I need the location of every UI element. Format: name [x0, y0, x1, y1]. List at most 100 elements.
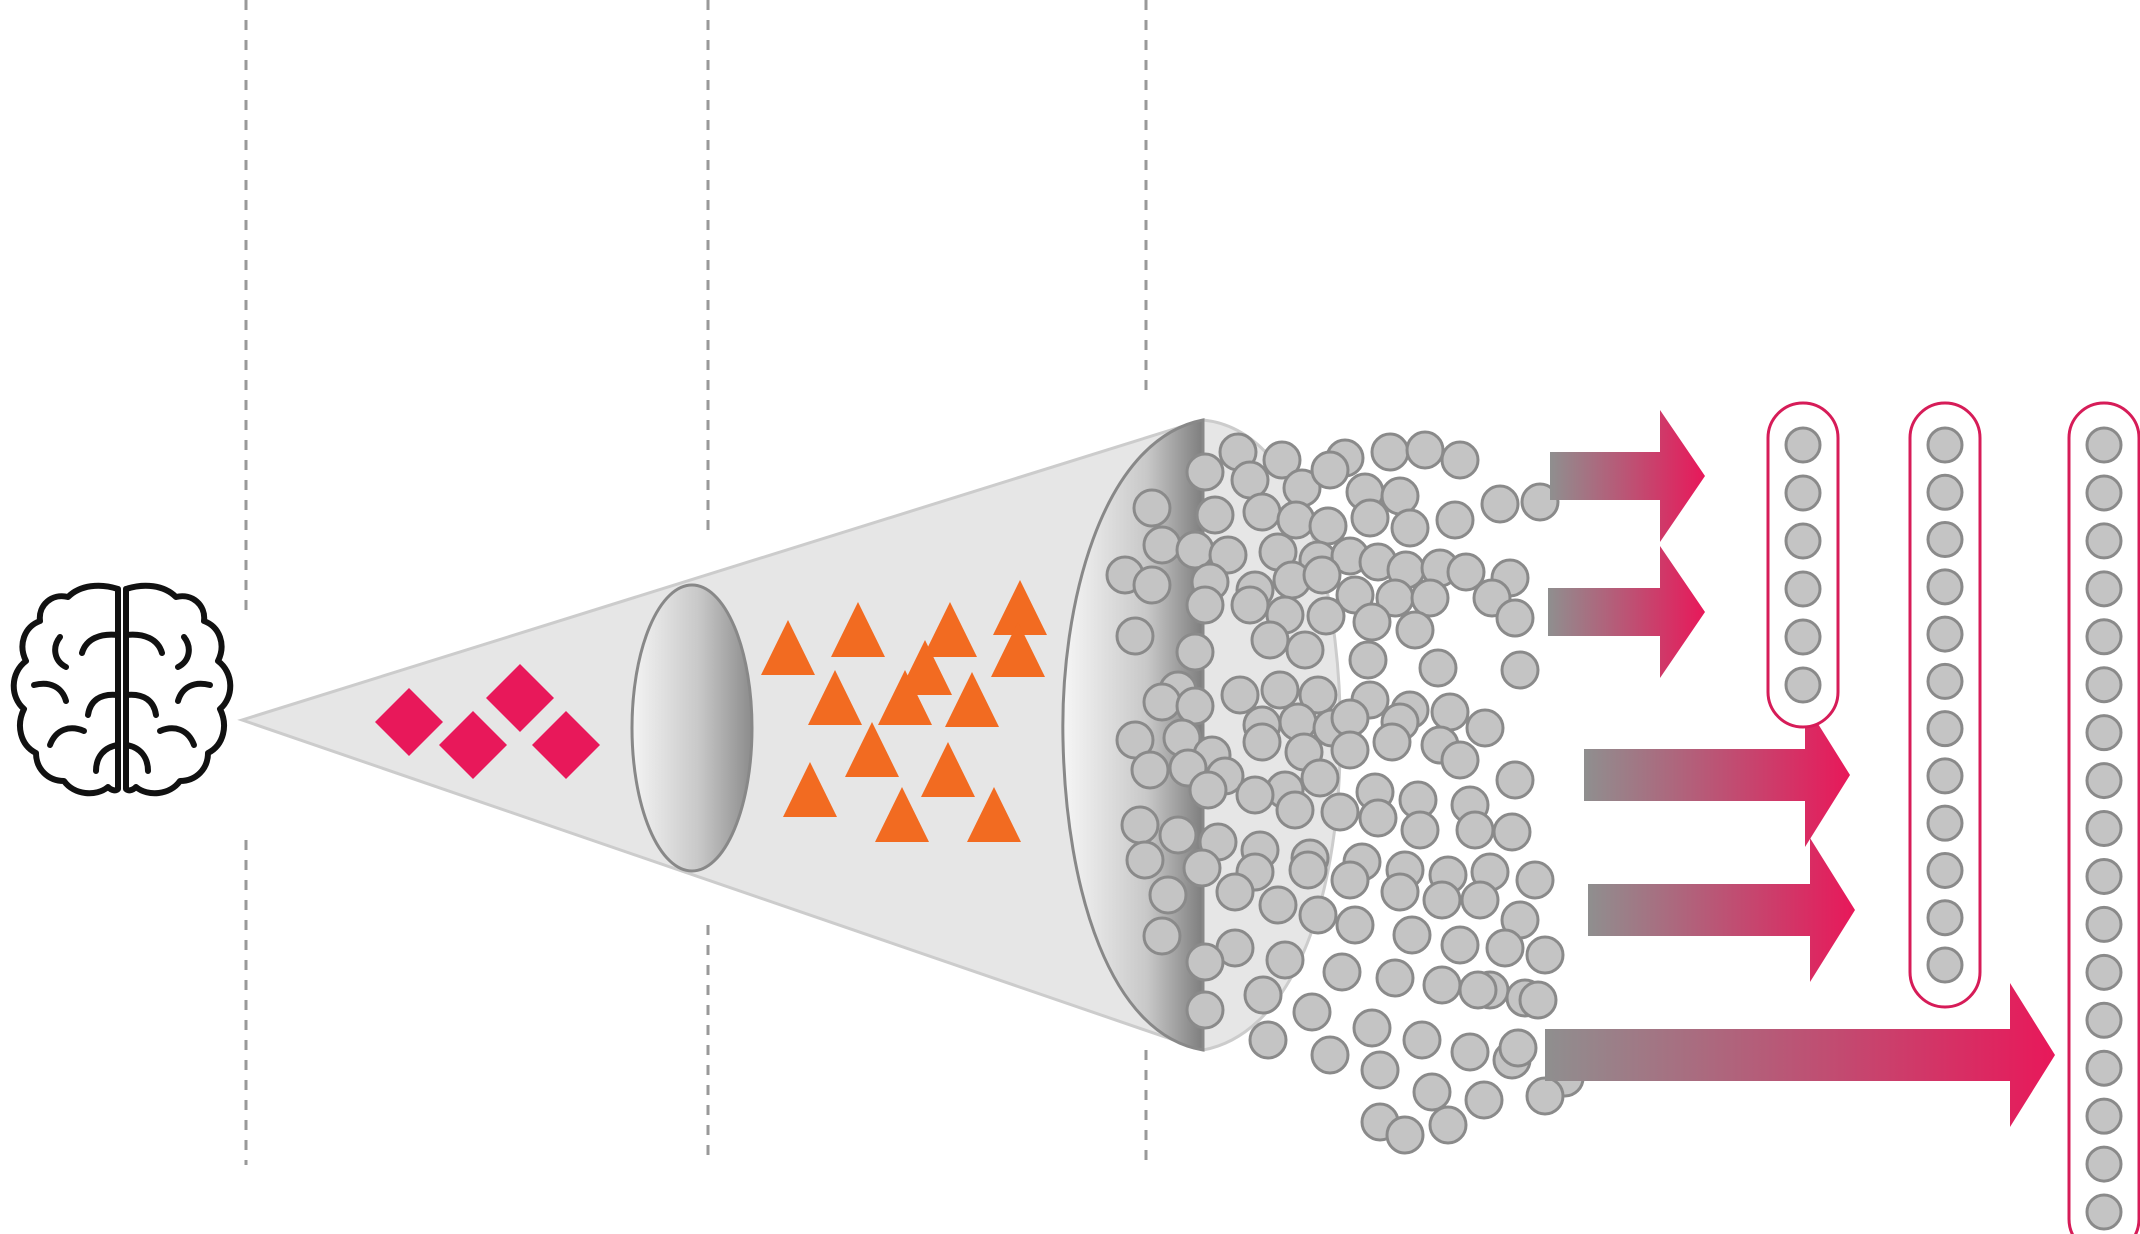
particle-128: [1265, 940, 1305, 980]
particle-35: [1132, 565, 1172, 605]
particle-112: [1288, 850, 1328, 890]
particle-54: [1285, 630, 1325, 670]
particle-108: [1515, 860, 1555, 900]
particle-39: [1302, 555, 1342, 595]
particle-16: [1276, 500, 1316, 540]
capsule-2-circle-5: [1926, 615, 1964, 653]
particle-135: [1185, 942, 1225, 982]
capsule-1-circle-1: [1784, 426, 1822, 464]
capsule-2-circle-11: [1926, 899, 1964, 937]
particle-138: [1352, 1008, 1392, 1048]
particle-152: [1458, 970, 1498, 1010]
capsule-2-circle-6: [1926, 662, 1964, 700]
diamond-1: [375, 688, 443, 756]
particle-4: [1370, 432, 1410, 472]
capsule-3-circle-7: [2085, 714, 2123, 752]
particle-20: [1435, 500, 1475, 540]
particle-77: [1242, 722, 1282, 762]
particle-97: [1455, 810, 1495, 850]
particle-21: [1480, 484, 1520, 524]
particle-129: [1322, 952, 1362, 992]
particle-23: [1142, 525, 1182, 565]
particle-44: [1185, 585, 1225, 625]
particle-98: [1492, 812, 1532, 852]
particle-125: [1485, 928, 1525, 968]
particle-56: [1418, 648, 1458, 688]
particle-59: [1220, 675, 1260, 715]
particle-92: [1235, 775, 1275, 815]
capsule-3-circle-1: [2085, 426, 2123, 464]
triangle-13: [898, 640, 952, 695]
triangle-6: [878, 670, 932, 725]
particle-61: [1298, 675, 1338, 715]
capsule-2-circle-7: [1926, 710, 1964, 748]
capsule-1: [1766, 401, 1840, 729]
particle-96: [1400, 810, 1440, 850]
particle-53: [1250, 620, 1290, 660]
arrow-4: [1588, 838, 1855, 982]
particle-148: [1464, 1080, 1504, 1120]
arrow-1: [1550, 410, 1705, 542]
particle-24: [1175, 530, 1215, 570]
particle-123: [1392, 915, 1432, 955]
capsule-2-circle-8: [1926, 757, 1964, 795]
particle-153: [1428, 1105, 1468, 1145]
capsule-3-circle-17: [2085, 1193, 2123, 1231]
particle-64: [1430, 692, 1470, 732]
stage-dividers: [244, 0, 1148, 1165]
particle-55: [1348, 640, 1388, 680]
particle-124: [1440, 925, 1480, 965]
particle-110: [1182, 848, 1222, 888]
particle-119: [1215, 872, 1255, 912]
capsule-2-circle-10: [1926, 851, 1964, 889]
particle-50: [1495, 598, 1535, 638]
particle-115: [1422, 880, 1462, 920]
capsule-3-circle-5: [2085, 618, 2123, 656]
particle-49: [1395, 610, 1435, 650]
particle-45: [1230, 585, 1270, 625]
particle-140: [1450, 1032, 1490, 1072]
capsule-1-circle-3: [1784, 522, 1822, 560]
capsule-3-circle-13: [2085, 1001, 2123, 1039]
capsule-1-circle-4: [1784, 570, 1822, 608]
particle-81: [1440, 740, 1480, 780]
capsule-3-circle-12: [2085, 953, 2123, 991]
triangle-7: [945, 672, 999, 727]
particle-109: [1125, 840, 1165, 880]
particle-154: [1385, 1115, 1425, 1155]
particle-134: [1142, 916, 1182, 956]
capsule-3-circle-3: [2085, 522, 2123, 560]
particle-51: [1115, 616, 1155, 656]
particle-137: [1292, 992, 1332, 1032]
particle-130: [1375, 958, 1415, 998]
particle-155: [1518, 980, 1558, 1020]
capsule-3-circle-8: [2085, 762, 2123, 800]
triangle-2: [831, 602, 885, 657]
particle-145: [1310, 1035, 1350, 1075]
arrow-5: [1545, 983, 2055, 1127]
particle-99: [1120, 805, 1160, 845]
diamond-group: [375, 664, 600, 779]
particle-146: [1360, 1050, 1400, 1090]
particle-57: [1500, 650, 1540, 690]
particle-121: [1298, 895, 1338, 935]
triangle-14: [991, 622, 1045, 677]
particle-91: [1188, 770, 1228, 810]
particle-87: [1300, 758, 1340, 798]
particle-100: [1158, 815, 1198, 855]
particle-47: [1306, 596, 1346, 636]
particle-136: [1243, 975, 1283, 1015]
particle-95: [1358, 798, 1398, 838]
particle-131: [1422, 965, 1462, 1005]
capsule-2-circle-12: [1926, 946, 1964, 984]
particle-7: [1185, 452, 1225, 492]
particle-139: [1402, 1020, 1442, 1060]
triangle-10: [783, 762, 837, 817]
diamond-4: [532, 711, 600, 779]
particle-73: [1465, 708, 1505, 748]
capsule-2-circle-2: [1926, 473, 1964, 511]
particle-22: [1520, 482, 1560, 522]
particle-17: [1308, 506, 1348, 546]
